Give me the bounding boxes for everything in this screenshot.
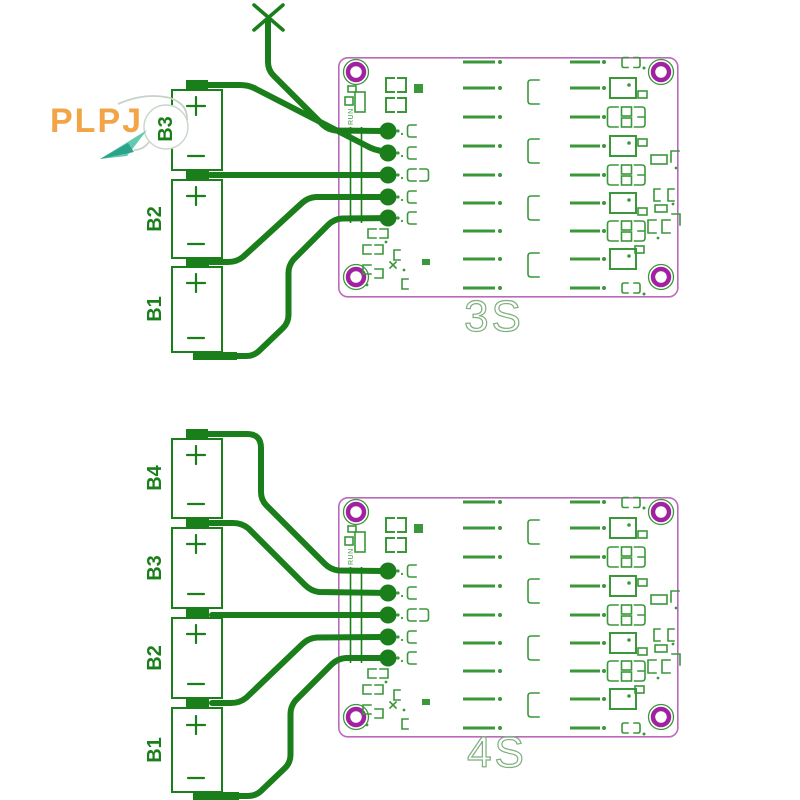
terminal-tab — [193, 792, 239, 800]
battery-label-b2: B2 — [144, 645, 166, 671]
wire-b2-minus — [207, 194, 391, 265]
battery-stack-4s — [171, 429, 239, 800]
logo-plane-icon — [100, 130, 147, 159]
terminal-tab — [186, 608, 209, 618]
battery-label-b1: B1 — [144, 296, 166, 322]
terminal-tab — [186, 698, 209, 708]
logo-swoosh — [117, 95, 188, 121]
terminal-tab — [193, 352, 237, 360]
terminal-tab — [186, 257, 209, 267]
wire-b1-minus — [229, 215, 391, 359]
wire-b2-minus — [209, 634, 391, 706]
not-connected-icon — [252, 3, 285, 32]
plus-icon — [185, 272, 207, 294]
logo-loop — [143, 104, 189, 150]
board-size-label-4s: 4S — [467, 728, 527, 777]
plus-icon — [185, 444, 207, 466]
battery-label-b1: B1 — [144, 737, 166, 763]
terminal-tab — [186, 80, 208, 90]
board-size-label-3s: 3S — [464, 292, 524, 341]
terminal-tab — [186, 429, 208, 439]
plus-icon — [185, 714, 207, 736]
plus-icon — [185, 185, 207, 207]
brand-logo: PLPJ — [50, 95, 189, 159]
wire-b4-plus — [202, 431, 391, 574]
logo-text: PLPJ — [50, 102, 143, 140]
plus-icon — [185, 533, 207, 555]
logo-plane-icon — [100, 143, 134, 159]
terminal-tab — [186, 170, 209, 180]
battery-label-b3: B3 — [144, 555, 166, 581]
wire-b3-plus — [202, 82, 391, 156]
battery-stack-3s — [171, 80, 237, 360]
diagram-4s: 4S B4 B3 — [144, 429, 680, 800]
battery-label-b2: B2 — [144, 206, 166, 232]
wires-3s — [202, 3, 391, 359]
plus-icon — [185, 623, 207, 645]
plus-icon — [185, 95, 207, 117]
wires-4s — [202, 431, 391, 799]
wire-b4-minus — [207, 520, 391, 596]
diagram-3s: 3S — [50, 3, 680, 360]
battery-label-b3: B3 — [155, 116, 177, 142]
wire-b1-minus — [232, 655, 391, 799]
battery-label-b4: B4 — [144, 464, 166, 490]
terminal-tab — [186, 518, 209, 528]
logo-swoosh-hook — [133, 141, 150, 151]
